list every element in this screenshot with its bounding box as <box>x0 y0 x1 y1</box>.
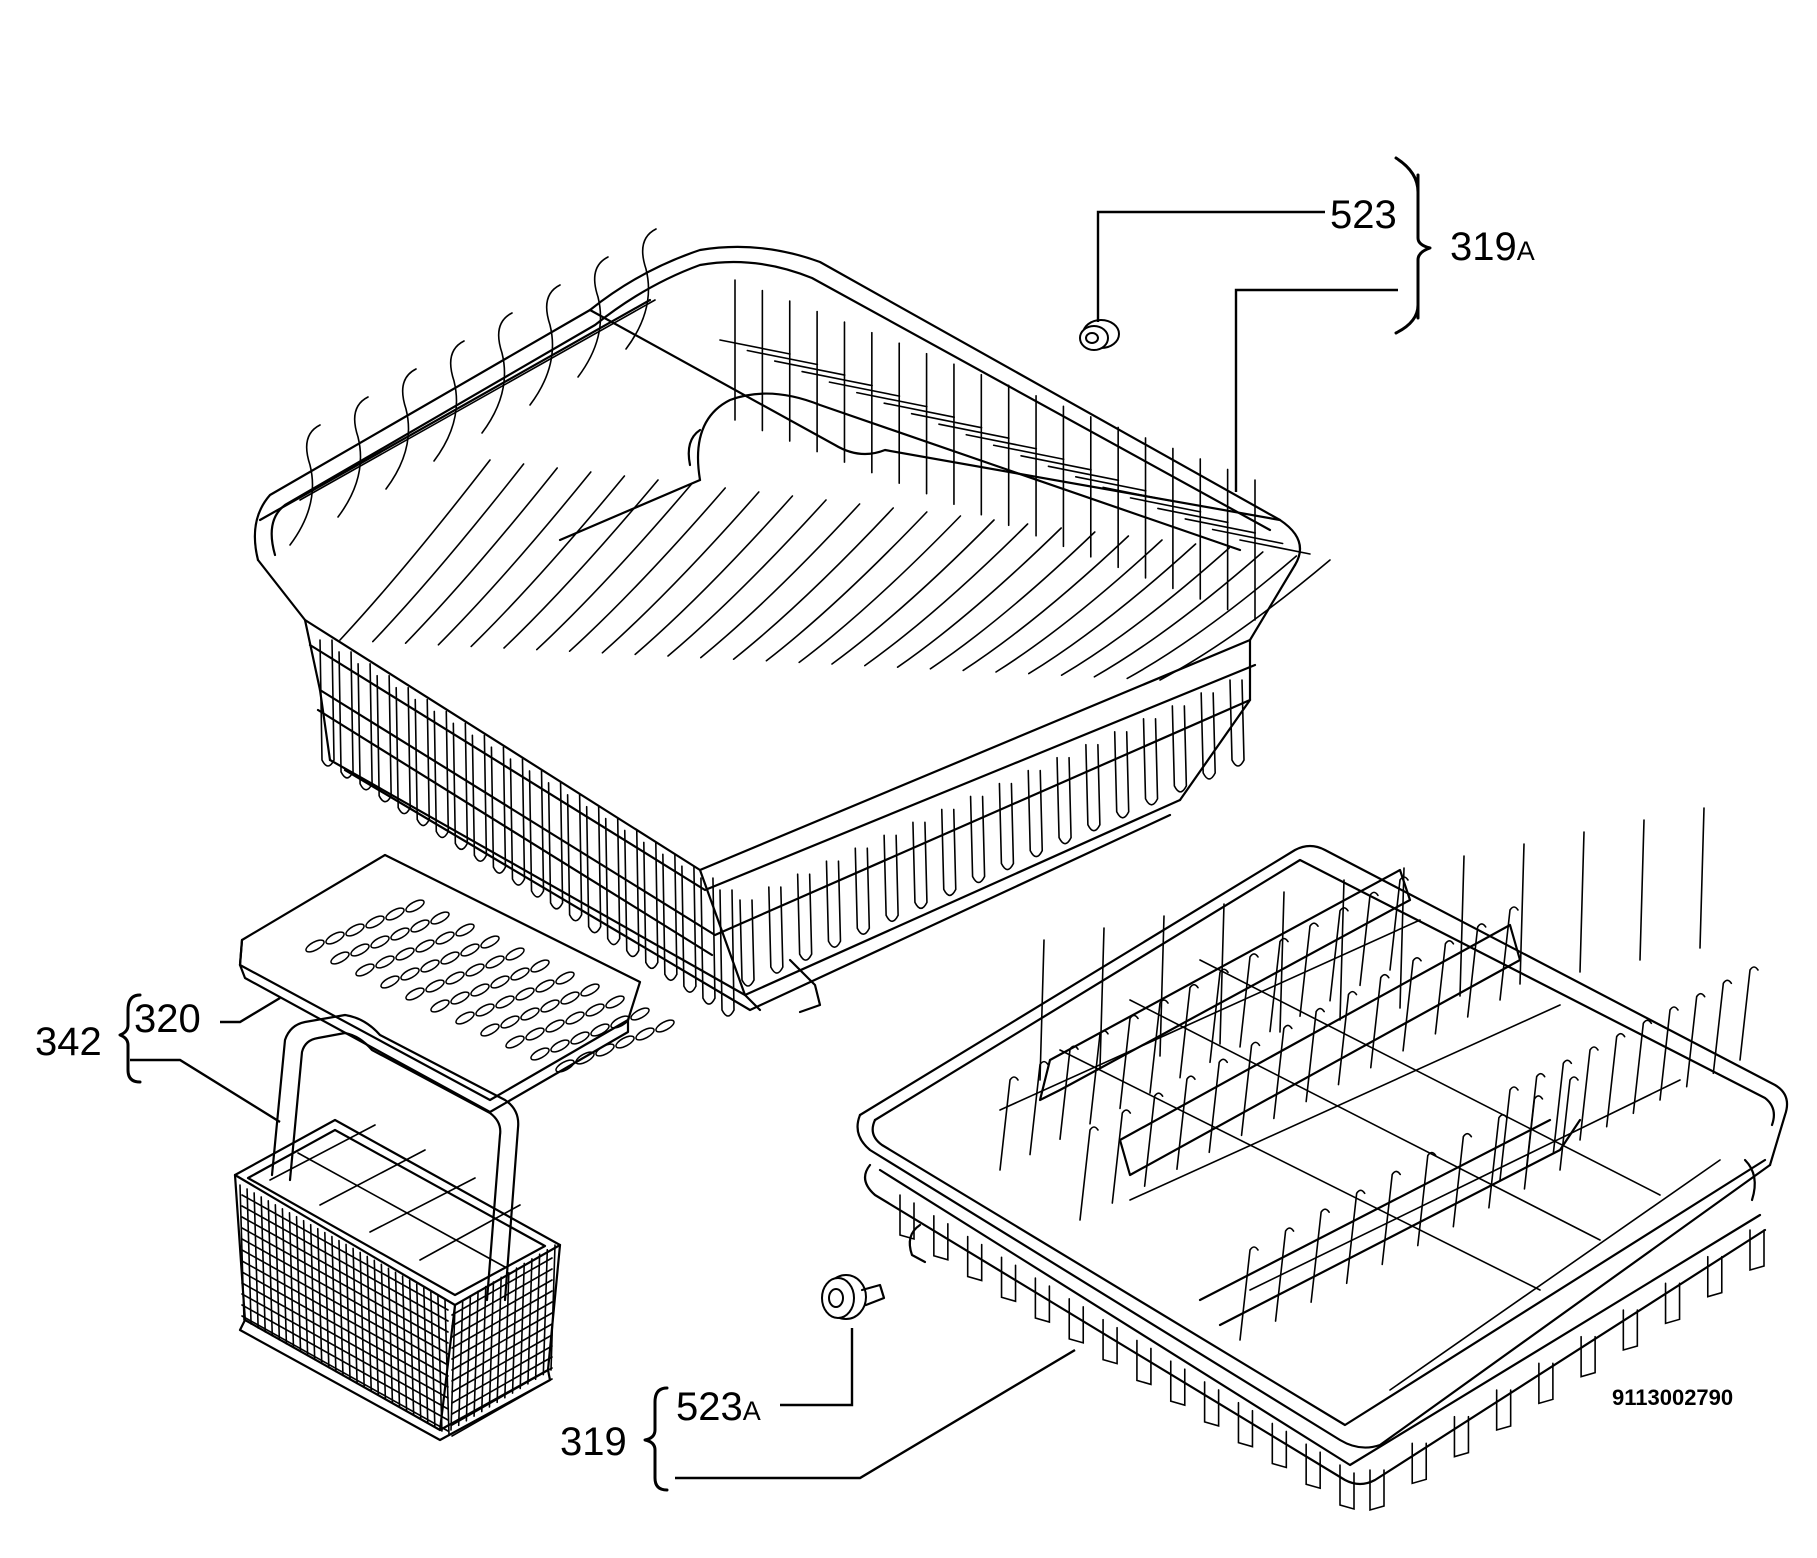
left-cup-shelf <box>258 228 657 546</box>
label-523: 523 <box>1330 193 1397 237</box>
basket-mesh <box>239 1184 556 1437</box>
callout-labels: 523 319A 342 320 523A 319 9113002790 <box>35 193 1733 1464</box>
wheel-523a <box>821 1274 886 1320</box>
cup-rack-tines <box>339 279 1331 681</box>
lower-basket-legs <box>899 1194 1765 1512</box>
cover-slots <box>305 899 675 1073</box>
lower-basket <box>856 807 1789 1512</box>
drawing-code: 9113002790 <box>1612 1385 1733 1410</box>
lower-plate-tines <box>999 807 1759 1341</box>
cutlery-basket-342 <box>233 1013 562 1442</box>
cutlery-basket-cover-320 <box>238 853 675 1114</box>
label-342: 342 <box>35 1020 102 1064</box>
label-319: 319 <box>560 1420 627 1464</box>
label-523a: 523A <box>676 1385 761 1429</box>
callout-leaders <box>118 156 1432 1492</box>
label-319a: 319A <box>1450 225 1535 269</box>
upper-basket <box>253 228 1331 1017</box>
front-right-pins <box>739 679 1245 987</box>
label-320: 320 <box>134 997 201 1041</box>
front-left-pins <box>319 639 735 1017</box>
wheel-523 <box>1079 319 1120 351</box>
